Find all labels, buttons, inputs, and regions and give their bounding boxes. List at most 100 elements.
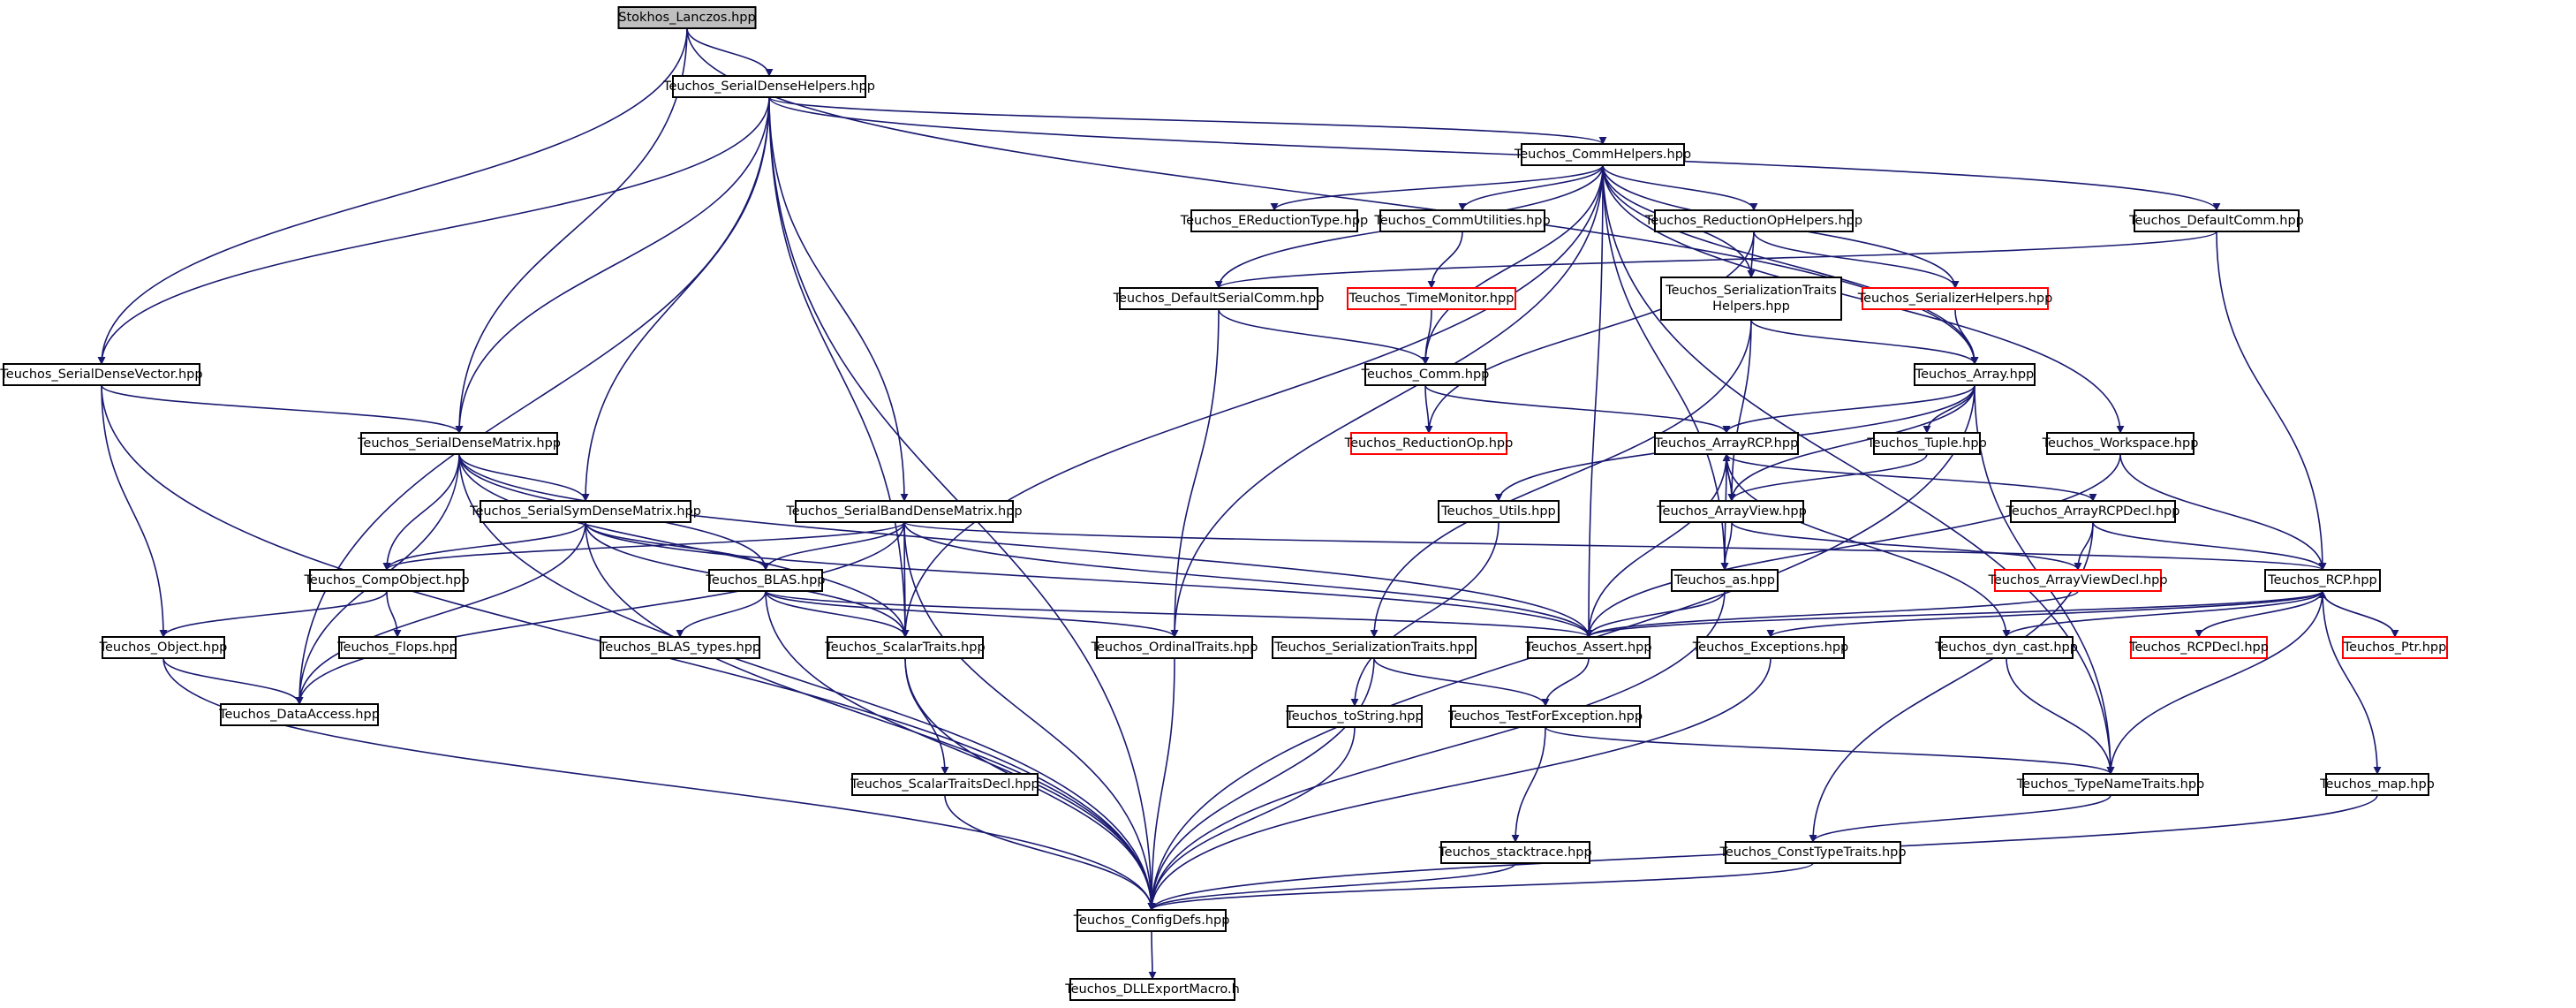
node-flops[interactable]: Teuchos_Flops.hpp bbox=[336, 636, 457, 659]
node-assert[interactable]: Teuchos_Assert.hpp bbox=[1524, 636, 1652, 659]
node-configdefs[interactable]: Teuchos_ConfigDefs.hpp bbox=[1073, 909, 1230, 932]
node-box[interactable] bbox=[2046, 432, 2195, 455]
node-scalar[interactable]: Teuchos_ScalarTraits.hpp bbox=[824, 636, 986, 659]
node-testforexc[interactable]: Teuchos_TestForException.hpp bbox=[1447, 705, 1643, 728]
node-sertraits[interactable]: Teuchos_SerializationTraits.hpp bbox=[1272, 636, 1477, 659]
node-scalardecl[interactable]: Teuchos_ScalarTraitsDecl.hpp bbox=[850, 773, 1039, 796]
node-box[interactable] bbox=[1347, 287, 1516, 310]
node-dataaccess[interactable]: Teuchos_DataAccess.hpp bbox=[218, 703, 380, 726]
node-box[interactable] bbox=[1076, 909, 1227, 932]
node-comm[interactable]: Teuchos_Comm.hpp bbox=[1361, 363, 1490, 386]
node-box[interactable] bbox=[338, 636, 457, 659]
node-avdecl[interactable]: Teuchos_ArrayViewDecl.hpp bbox=[1987, 569, 2168, 592]
node-defcomm[interactable]: Teuchos_DefaultComm.hpp bbox=[2128, 209, 2304, 232]
node-timemon[interactable]: Teuchos_TimeMonitor.hpp bbox=[1347, 287, 1516, 310]
node-box[interactable] bbox=[600, 636, 760, 659]
node-commutil[interactable]: Teuchos_CommUtilities.hpp bbox=[1373, 209, 1551, 232]
node-box[interactable] bbox=[220, 703, 379, 726]
node-box[interactable] bbox=[1659, 500, 1804, 523]
node-box[interactable] bbox=[2134, 209, 2300, 232]
node-box[interactable] bbox=[795, 500, 1014, 523]
node-redop[interactable]: Teuchos_ReductionOp.hpp bbox=[1344, 432, 1514, 455]
node-box[interactable] bbox=[309, 569, 465, 592]
node-commh[interactable]: Teuchos_CommHelpers.hpp bbox=[1514, 143, 1691, 166]
node-box[interactable] bbox=[1438, 500, 1560, 523]
node-box[interactable] bbox=[1096, 636, 1253, 659]
node-box[interactable] bbox=[3, 363, 200, 386]
node-box[interactable] bbox=[102, 636, 225, 659]
node-box[interactable] bbox=[1364, 363, 1486, 386]
node-stacktrace[interactable]: Teuchos_stacktrace.hpp bbox=[1438, 841, 1592, 864]
node-box[interactable] bbox=[617, 6, 757, 29]
node-blastypes[interactable]: Teuchos_BLAS_types.hpp bbox=[599, 636, 760, 659]
node-box[interactable] bbox=[1527, 636, 1651, 659]
node-defserial[interactable]: Teuchos_DefaultSerialComm.hpp bbox=[1113, 287, 1325, 310]
node-box[interactable] bbox=[708, 569, 823, 592]
node-dyncast[interactable]: Teuchos_dyn_cast.hpp bbox=[1934, 636, 2078, 659]
node-ptr[interactable]: Teuchos_Ptr.hpp bbox=[2342, 636, 2448, 659]
node-lanczos[interactable]: Stokhos_Lanczos.hpp bbox=[617, 6, 757, 29]
node-box[interactable] bbox=[1350, 432, 1507, 455]
node-box[interactable] bbox=[1994, 569, 2162, 592]
node-box[interactable] bbox=[2264, 569, 2381, 592]
node-box[interactable] bbox=[1725, 841, 1901, 864]
node-ered[interactable]: Teuchos_EReductionType.hpp bbox=[1180, 209, 1369, 232]
node-sdm[interactable]: Teuchos_SerialDenseMatrix.hpp bbox=[357, 432, 561, 455]
node-box[interactable] bbox=[480, 500, 691, 523]
node-box[interactable] bbox=[1671, 569, 1779, 592]
node-box[interactable] bbox=[1190, 209, 1358, 232]
node-dllexport[interactable]: Teuchos_DLLExportMacro.h bbox=[1064, 978, 1240, 1001]
node-redoph[interactable]: Teuchos_ReductionOpHelpers.hpp bbox=[1644, 209, 1862, 232]
node-arcp[interactable]: Teuchos_ArrayRCP.hpp bbox=[1654, 432, 1799, 455]
node-box[interactable] bbox=[1660, 277, 1842, 321]
node-blas[interactable]: Teuchos_BLAS.hpp bbox=[705, 569, 826, 592]
node-rcpdecl[interactable]: Teuchos_RCPDecl.hpp bbox=[2128, 636, 2269, 659]
node-array[interactable]: Teuchos_Array.hpp bbox=[1914, 363, 2036, 386]
node-as[interactable]: Teuchos_as.hpp bbox=[1671, 569, 1779, 592]
node-box[interactable] bbox=[1862, 287, 2049, 310]
node-ssdm[interactable]: Teuchos_SerialSymDenseMatrix.hpp bbox=[469, 500, 701, 523]
node-serialh[interactable]: Teuchos_SerializerHelpers.hpp bbox=[1857, 287, 2053, 310]
node-sdh[interactable]: Teuchos_SerialDenseHelpers.hpp bbox=[662, 75, 875, 98]
node-exceptions[interactable]: Teuchos_Exceptions.hpp bbox=[1692, 636, 1848, 659]
node-box[interactable] bbox=[2325, 773, 2429, 796]
node-box[interactable] bbox=[1450, 705, 1641, 728]
node-box[interactable] bbox=[1521, 143, 1685, 166]
node-arcpdecl[interactable]: Teuchos_ArrayRCPDecl.hpp bbox=[2006, 500, 2180, 523]
node-box[interactable] bbox=[672, 75, 866, 98]
node-map[interactable]: Teuchos_map.hpp bbox=[2319, 773, 2435, 796]
node-box[interactable] bbox=[1696, 636, 1845, 659]
node-workspace[interactable]: Teuchos_Workspace.hpp bbox=[2042, 432, 2199, 455]
node-box[interactable] bbox=[1119, 287, 1318, 310]
node-typename[interactable]: Teuchos_TypeNameTraits.hpp bbox=[2016, 773, 2204, 796]
node-box[interactable] bbox=[1654, 432, 1799, 455]
node-tostring[interactable]: Teuchos_toString.hpp bbox=[1285, 705, 1424, 728]
node-ordinal[interactable]: Teuchos_OrdinalTraits.hpp bbox=[1091, 636, 1258, 659]
node-box[interactable] bbox=[360, 432, 558, 455]
node-box[interactable] bbox=[2342, 636, 2448, 659]
node-utils[interactable]: Teuchos_Utils.hpp bbox=[1438, 500, 1560, 523]
node-box[interactable] bbox=[1379, 209, 1545, 232]
node-box[interactable] bbox=[1939, 636, 2074, 659]
node-box[interactable] bbox=[1287, 705, 1423, 728]
node-box[interactable] bbox=[1654, 209, 1854, 232]
node-rcp[interactable]: Teuchos_RCP.hpp bbox=[2264, 569, 2381, 592]
node-box[interactable] bbox=[1440, 841, 1590, 864]
node-object[interactable]: Teuchos_Object.hpp bbox=[99, 636, 228, 659]
node-box[interactable] bbox=[1069, 978, 1235, 1001]
node-box[interactable] bbox=[1873, 432, 1981, 455]
node-sbdm[interactable]: Teuchos_SerialBandDenseMatrix.hpp bbox=[785, 500, 1023, 523]
node-compobj[interactable]: Teuchos_CompObject.hpp bbox=[303, 569, 470, 592]
node-consttype[interactable]: Teuchos_ConstTypeTraits.hpp bbox=[1719, 841, 1907, 864]
node-box[interactable] bbox=[851, 773, 1039, 796]
node-box[interactable] bbox=[2022, 773, 2199, 796]
node-box[interactable] bbox=[1914, 363, 2036, 386]
node-box[interactable] bbox=[2010, 500, 2176, 523]
node-box[interactable] bbox=[1272, 636, 1477, 659]
node-tuple[interactable]: Teuchos_Tuple.hpp bbox=[1866, 432, 1987, 455]
node-box[interactable] bbox=[827, 636, 984, 659]
node-sdv[interactable]: Teuchos_SerialDenseVector.hpp bbox=[0, 363, 203, 386]
node-arrayview[interactable]: Teuchos_ArrayView.hpp bbox=[1656, 500, 1807, 523]
node-box[interactable] bbox=[2130, 636, 2268, 659]
